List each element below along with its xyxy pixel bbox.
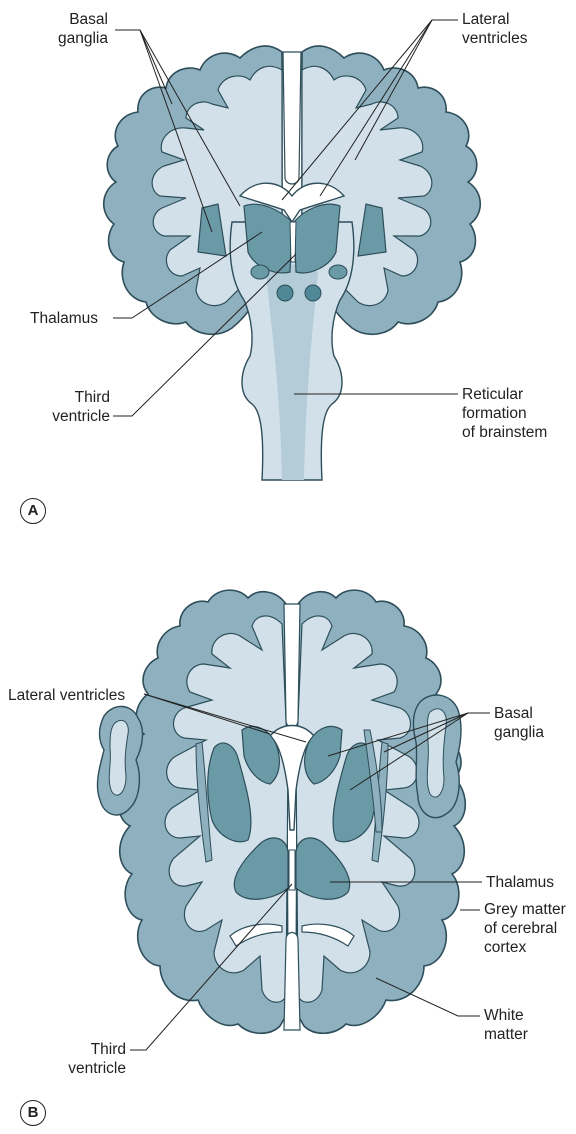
label-a-basal-ganglia: Basal ganglia [58, 10, 108, 48]
label-b-third-ventricle: Third ventricle [68, 1040, 126, 1078]
horizontal-frontal-fissure [284, 604, 300, 728]
label-b-lateral-ventricles: Lateral ventricles [8, 686, 125, 705]
coronal-section [104, 46, 481, 480]
horizontal-left-insular-island-core [109, 720, 128, 795]
label-a-third-ventricle: Third ventricle [52, 388, 110, 426]
panel-a-letter: A [20, 498, 46, 524]
coronal-third-ventricle [290, 222, 296, 262]
label-a-reticular-formation: Reticular formation of brainstem [462, 385, 547, 442]
coronal-nucleus-small-right [329, 265, 347, 279]
label-b-white-matter: White matter [484, 1006, 528, 1044]
label-a-lateral-ventricles: Lateral ventricles [462, 10, 527, 48]
coronal-longitudinal-fissure [283, 52, 301, 184]
label-b-thalamus: Thalamus [486, 873, 554, 892]
panel-b-letter: B [20, 1100, 46, 1126]
coronal-nucleus-round-right [305, 285, 321, 301]
coronal-nucleus-round-left [277, 285, 293, 301]
horizontal-section [97, 590, 465, 1033]
coronal-nucleus-small-left [251, 265, 269, 279]
label-b-grey-matter: Grey matter of cerebral cortex [484, 900, 566, 957]
label-b-basal-ganglia: Basal ganglia [494, 704, 544, 742]
horizontal-occipital-fissure [284, 933, 300, 1031]
label-a-thalamus: Thalamus [30, 309, 98, 328]
